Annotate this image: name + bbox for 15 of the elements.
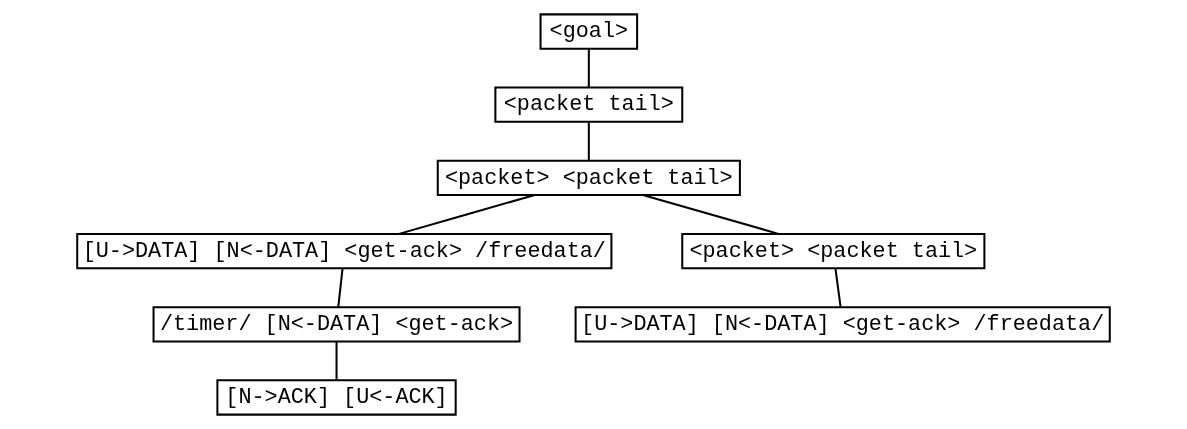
node-box: /timer/ [N<-DATA] <get-ack>	[152, 306, 521, 343]
node-box: <goal>	[539, 13, 639, 50]
node-box: <packet> <packet tail>	[681, 232, 986, 270]
connector	[337, 268, 344, 308]
node-box: [U->DATA] [N<-DATA] <get-ack> /freedata/	[574, 306, 1111, 343]
connector	[587, 122, 590, 161]
connector	[643, 194, 779, 235]
node-box: [U->DATA] [N<-DATA] <get-ack> /freedata/	[76, 232, 613, 270]
connector	[587, 49, 590, 88]
node-box: <packet> <packet tail>	[436, 159, 741, 197]
connector	[834, 268, 842, 308]
node-box: [N->ACK] [U<-ACK]	[216, 379, 457, 416]
connector	[398, 194, 535, 235]
connector	[335, 342, 338, 381]
node-box: <packet tail>	[494, 86, 684, 123]
